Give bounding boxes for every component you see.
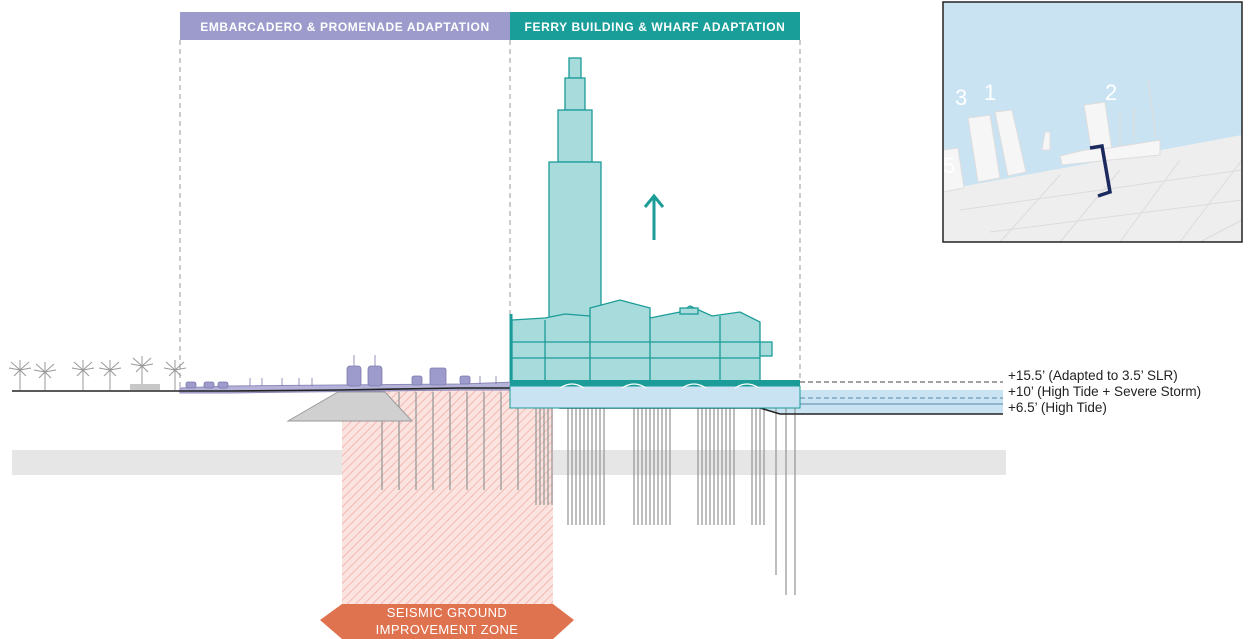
wharf-piles [567, 408, 796, 595]
seismic-zone-line1: SEISMIC GROUND [387, 605, 507, 620]
wharf-apron [509, 385, 801, 409]
map-label-1: 1 [984, 80, 996, 105]
level-label-6: +6.5’ (High Tide) [1008, 400, 1107, 415]
inset-map: 3 1 2 5 [942, 1, 1243, 243]
map-location-marker [1089, 143, 1112, 198]
map-label-5: 5 [943, 153, 955, 178]
wharf-arches [559, 383, 760, 389]
level-label-10: +10’ (High Tide + Severe Storm) [1008, 384, 1201, 399]
map-label-3: 3 [955, 85, 967, 110]
embarcadero-header: EMBARCADERO & PROMENADE ADAPTATION [200, 20, 490, 34]
ferry-building [511, 57, 773, 383]
palm-trees [8, 356, 187, 390]
seismic-zone-area [342, 390, 553, 604]
zone-boundaries [179, 40, 801, 388]
raise-arrow-icon [643, 193, 665, 240]
seismic-zone-label-bg [320, 604, 574, 639]
ferry-header-bar [510, 12, 800, 40]
embarcadero-header-bar [180, 12, 510, 40]
promenade-vehicles [185, 355, 497, 389]
map-label-2: 2 [1105, 80, 1117, 105]
wharf-deck [510, 380, 800, 386]
ferry-header: FERRY BUILDING & WHARF ADAPTATION [525, 20, 786, 34]
seismic-zone-line2: IMPROVEMENT ZONE [376, 622, 519, 637]
riprap-rock [286, 391, 414, 422]
level-label-15: +15.5’ (Adapted to 3.5’ SLR) [1008, 368, 1178, 383]
